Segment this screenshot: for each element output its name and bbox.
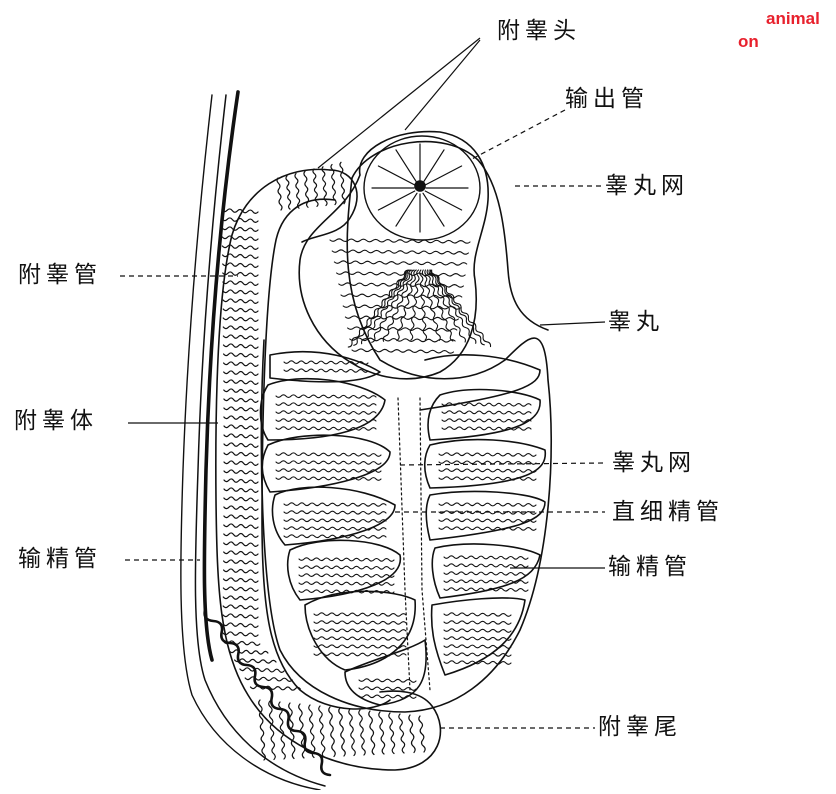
label-epididymis-head: 附睾头 (497, 20, 581, 43)
label-efferent-ducts: 输出管 (565, 88, 649, 111)
label-vas-deferens-left: 输精管 (18, 548, 102, 571)
label-straight-tubules: 直细精管 (612, 501, 724, 524)
watermark-line1: animal (766, 10, 820, 27)
label-rete-testis-mid: 睾丸网 (612, 452, 696, 475)
label-epididymis-body: 附睾体 (14, 410, 98, 433)
label-vas-deferens-right: 输精管 (608, 556, 692, 579)
label-epididymis-tail: 附睾尾 (598, 716, 682, 739)
watermark-line2: on (738, 33, 759, 50)
label-rete-testis-top: 睾丸网 (605, 175, 689, 198)
epididymis-head (299, 132, 490, 379)
label-epididymal-duct: 附睾管 (18, 264, 102, 287)
label-testis: 睾丸 (608, 311, 664, 334)
